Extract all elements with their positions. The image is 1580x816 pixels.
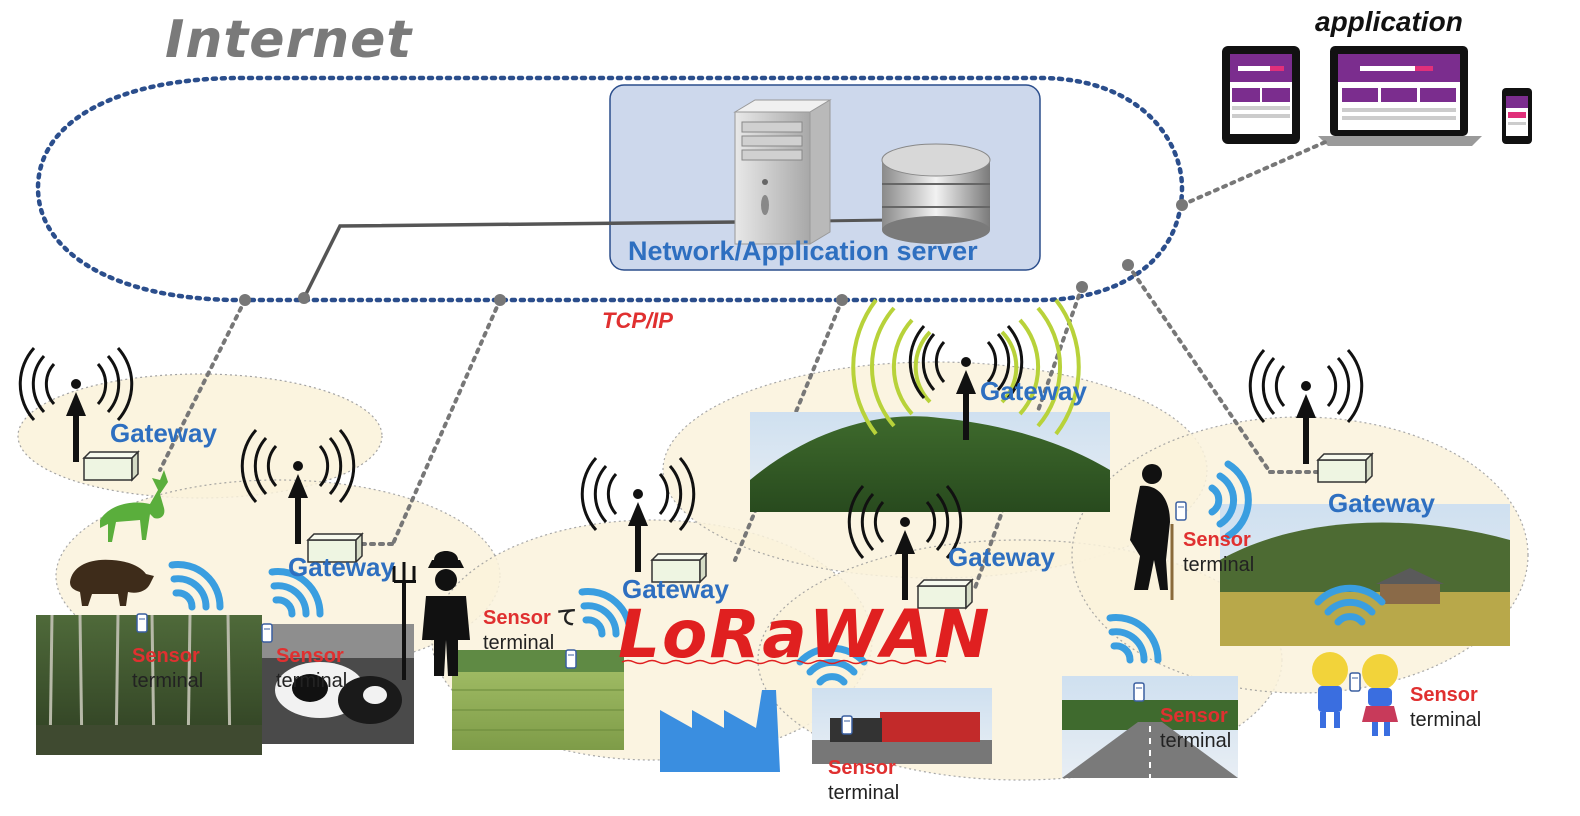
sensor-terminal-label: Sensor terminal <box>1160 704 1231 754</box>
sensor-terminal-label: Sensor terminal <box>1183 528 1254 578</box>
farmer-icon <box>392 551 470 680</box>
link-gw2 <box>390 298 502 548</box>
schoolchildren-icon <box>1312 652 1398 736</box>
wifi-icons <box>168 460 1386 686</box>
factory-icon <box>660 690 780 772</box>
sensor-terminal-label: Sensor terminal <box>828 756 899 806</box>
internet-title: Internet <box>165 10 413 70</box>
sensor-device-icon <box>841 715 853 735</box>
database-icon <box>881 143 991 244</box>
village-photo <box>1220 504 1510 646</box>
elderly-person-icon <box>1130 464 1174 600</box>
sensor-device-icon <box>136 613 148 633</box>
smartphone-icon <box>1502 88 1532 144</box>
sensor-label: Sensor <box>828 757 896 779</box>
gateway-label: Gateway <box>110 418 217 448</box>
wifi-icon <box>796 644 868 686</box>
wired-link <box>302 220 741 299</box>
factory-photo <box>812 688 992 764</box>
gateway-label: Gateway <box>622 574 729 604</box>
rice-field-photo <box>452 650 624 750</box>
wifi-icon <box>168 561 224 611</box>
sensor-terminal-label: Sensor terminal <box>276 644 347 694</box>
terminal-label: terminal <box>1160 730 1232 752</box>
gateway-label: Gateway <box>980 376 1087 406</box>
wifi-icon <box>1208 460 1252 540</box>
sensor-label: Sensor <box>1410 684 1478 706</box>
forest-photo <box>36 614 262 756</box>
gateway-label: Gateway <box>1328 488 1435 518</box>
stray-character: て <box>556 607 577 629</box>
sensor-device-icon <box>1349 672 1361 692</box>
gateway-label: Gateway <box>288 552 395 582</box>
server-tower-icon <box>733 99 832 245</box>
server-label: Network/Application server <box>628 236 978 266</box>
sensor-terminal-label: Sensor terminal <box>1410 683 1481 733</box>
mountain-photo <box>750 412 1110 512</box>
terminal-label: terminal <box>828 782 900 804</box>
sensor-label: Sensor <box>1160 705 1228 727</box>
cattle-photo <box>262 624 414 744</box>
link-gw5 <box>973 285 1084 590</box>
wifi-icon <box>1106 614 1162 664</box>
sensor-device-icon <box>1175 501 1187 521</box>
link-gw6 <box>1126 263 1272 474</box>
wifi-icon <box>578 588 634 638</box>
sensor-device-icon <box>261 623 273 643</box>
wifi-icon <box>1314 584 1386 626</box>
gateway-box-icon <box>1317 453 1373 483</box>
terminal-label: terminal <box>1183 554 1255 576</box>
link-gw3 <box>733 298 844 562</box>
road-photo <box>1062 676 1238 778</box>
gateway-signal-rings <box>851 298 1081 436</box>
terminal-label: terminal <box>1410 709 1482 731</box>
sensor-label: Sensor <box>483 607 551 629</box>
terminal-label: terminal <box>132 670 204 692</box>
boar-icon <box>70 559 154 606</box>
application-label: application <box>1315 6 1463 37</box>
sensor-terminal-label: Sensor terminal <box>132 644 203 694</box>
terminal-label: terminal <box>276 670 348 692</box>
laptop-icon <box>1318 46 1482 146</box>
sensor-label: Sensor <box>276 645 344 667</box>
link-gw1 <box>158 298 247 472</box>
gateway-box-icon <box>83 451 139 481</box>
terminal-label: terminal <box>483 632 555 654</box>
sensor-label: Sensor <box>132 645 200 667</box>
lorawan-squiggle-underline <box>621 659 947 665</box>
link-nodes <box>239 199 1188 306</box>
tablet-icon <box>1222 46 1300 144</box>
deer-icon <box>100 470 168 542</box>
link-app <box>1180 138 1332 207</box>
lorawan-label: LoRaWAN <box>618 596 992 673</box>
gateway-label: Gateway <box>948 542 1055 572</box>
sensor-device-icon <box>1133 682 1145 702</box>
protocol-label: TCP/IP <box>602 308 673 333</box>
sensor-label: Sensor <box>1183 529 1251 551</box>
wifi-icon <box>268 568 324 618</box>
